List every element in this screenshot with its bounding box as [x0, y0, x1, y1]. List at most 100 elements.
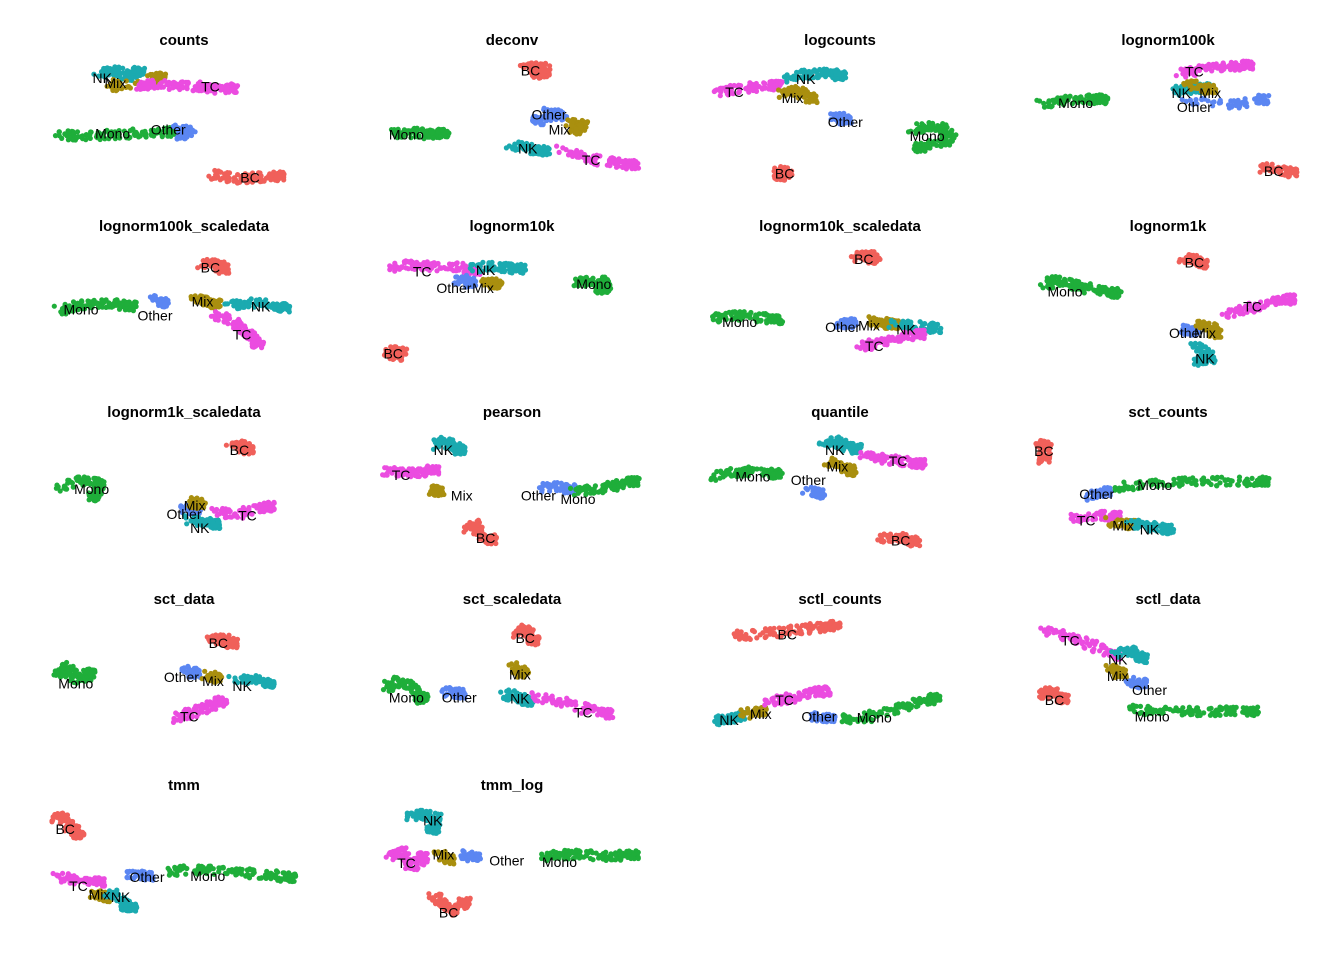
point-mono — [764, 320, 770, 326]
point-nk — [500, 262, 506, 268]
point-mono — [88, 129, 94, 135]
point-tc — [1280, 293, 1287, 299]
point-tc — [252, 337, 258, 343]
point-bc — [544, 68, 550, 74]
point-tc — [1269, 296, 1275, 302]
point-mono — [920, 146, 927, 152]
cluster-label-mono: Mono — [1058, 95, 1093, 111]
point-mono — [949, 127, 955, 133]
point-nk — [840, 76, 846, 83]
cluster-label-tc: TC — [201, 79, 220, 95]
point-tc — [1225, 64, 1231, 70]
cluster-label-tc: TC — [1243, 299, 1262, 315]
point-mono — [165, 133, 171, 139]
cluster-label-other: Other — [825, 319, 860, 335]
point-tc — [215, 317, 221, 323]
point-bc — [532, 69, 538, 75]
cluster-label-other: Other — [531, 106, 566, 122]
cluster-other — [170, 122, 198, 142]
cluster-label-mono: Mono — [74, 481, 109, 497]
point-bc — [540, 72, 546, 78]
point-mix — [496, 283, 502, 289]
point-nk — [127, 76, 133, 82]
point-mono — [78, 134, 84, 140]
point-mono — [710, 314, 716, 320]
cluster-tc — [711, 78, 785, 99]
cluster-label-bc: BC — [775, 166, 794, 182]
point-bc — [256, 174, 262, 180]
point-mix — [1216, 329, 1222, 336]
point-tc — [271, 500, 277, 506]
point-tc — [175, 83, 181, 89]
point-tc — [614, 159, 620, 165]
point-tc — [919, 334, 926, 340]
point-tc — [556, 149, 562, 155]
point-mix — [104, 83, 110, 89]
point-nk — [511, 263, 517, 269]
cluster-label-nk: NK — [476, 262, 496, 278]
point-tc — [892, 337, 898, 343]
point-bc — [1294, 166, 1300, 173]
point-mono — [121, 128, 127, 134]
point-nk — [832, 68, 838, 74]
cluster-label-tc: TC — [238, 507, 257, 523]
cluster-label-mix: Mix — [1194, 325, 1216, 341]
point-mono — [398, 133, 404, 139]
point-tc — [554, 143, 560, 149]
point-mono — [126, 135, 132, 141]
cluster-label-other: Other — [137, 308, 172, 324]
point-nk — [1190, 342, 1196, 348]
cluster-label-nk: NK — [92, 70, 112, 86]
point-bc — [235, 172, 241, 178]
point-mono — [129, 301, 135, 307]
point-tc — [450, 268, 457, 274]
point-mix — [578, 125, 584, 131]
cluster-label-mono: Mono — [95, 125, 130, 141]
cluster-label-other: Other — [828, 114, 863, 130]
point-tc — [199, 84, 205, 90]
point-nk — [235, 306, 241, 312]
cluster-label-nk: NK — [190, 520, 210, 536]
point-mono — [134, 131, 140, 137]
point-tc — [145, 78, 151, 84]
point-mono — [130, 126, 136, 132]
point-tc — [149, 78, 155, 84]
point-bc — [195, 265, 201, 271]
panel-title: lognorm1k — [1130, 218, 1207, 235]
panel-title: deconv — [486, 32, 539, 49]
point-mono — [760, 311, 767, 317]
point-nk — [781, 74, 788, 80]
point-mono — [1048, 104, 1054, 110]
point-bc — [1177, 256, 1183, 263]
point-nk — [209, 519, 216, 525]
point-mono — [1102, 101, 1108, 107]
point-mono — [81, 474, 87, 480]
point-tc — [1231, 313, 1237, 319]
point-nk — [932, 323, 938, 329]
point-tc — [260, 507, 266, 513]
point-mono — [51, 303, 57, 309]
point-mono — [430, 135, 436, 141]
cluster-label-bc: BC — [1185, 255, 1204, 271]
point-tc — [576, 154, 582, 160]
cluster-label-mix: Mix — [549, 122, 571, 138]
cluster-label-mix: Mix — [782, 90, 804, 106]
point-tc — [626, 158, 633, 164]
point-nk — [286, 306, 292, 312]
point-tc — [718, 85, 724, 91]
point-nk — [1197, 341, 1203, 347]
point-mix — [776, 87, 782, 93]
cluster-label-nk: NK — [896, 321, 916, 337]
point-bc — [250, 170, 256, 176]
cluster-label-tc: TC — [233, 327, 252, 343]
point-mono — [116, 306, 123, 312]
point-nk — [223, 301, 229, 307]
point-mix — [113, 88, 119, 94]
point-mix — [1215, 334, 1221, 340]
point-bc — [208, 176, 215, 182]
point-mono — [97, 136, 103, 143]
